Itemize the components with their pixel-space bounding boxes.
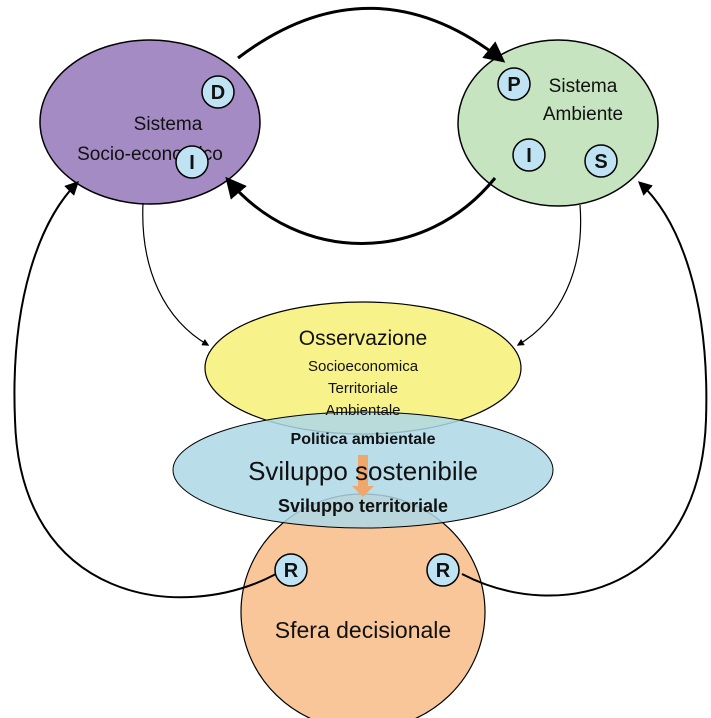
observation-item-3: Ambientale [325, 402, 400, 419]
arrow-response-to-socio [13, 181, 277, 599]
observation-title: Osservazione [299, 327, 427, 350]
inner-arrow-shaft [358, 455, 368, 487]
badge-p: P [497, 67, 531, 101]
svg-text:P: P [507, 74, 520, 96]
svg-text:R: R [436, 560, 451, 582]
policy-top-label: Politica ambientale [291, 431, 436, 448]
policy-bottom-label: Sviluppo territoriale [278, 496, 448, 516]
badge-i-environment: I [512, 138, 546, 172]
environment-label-line1: Sistema [549, 76, 618, 97]
badge-r-right: R [426, 553, 460, 587]
policy-main-label: Sviluppo sostenibile [248, 456, 478, 486]
badge-i-socio: I [175, 145, 209, 179]
arrow-environment-to-observation [516, 204, 582, 346]
observation-item-1: Socioeconomica [308, 358, 419, 375]
arrow-response-to-environment [461, 181, 708, 597]
arrow-socio-to-environment [237, 6, 506, 63]
badge-s: S [584, 144, 618, 178]
inner-arrow-head [352, 486, 374, 497]
svg-text:S: S [594, 151, 607, 173]
svg-text:D: D [211, 82, 225, 104]
decision-label: Sfera decisionale [275, 617, 451, 643]
environment-label-line2: Ambiente [543, 104, 623, 125]
svg-text:I: I [526, 145, 532, 167]
observation-item-2: Territoriale [328, 380, 398, 397]
arrow-socio-to-observation [142, 202, 210, 346]
arrow-environment-to-socio [225, 176, 497, 245]
svg-text:I: I [189, 152, 195, 174]
svg-text:R: R [284, 560, 299, 582]
socio-label-line1: Sistema [134, 114, 203, 135]
badge-r-left: R [274, 553, 308, 587]
badge-d: D [201, 75, 235, 109]
